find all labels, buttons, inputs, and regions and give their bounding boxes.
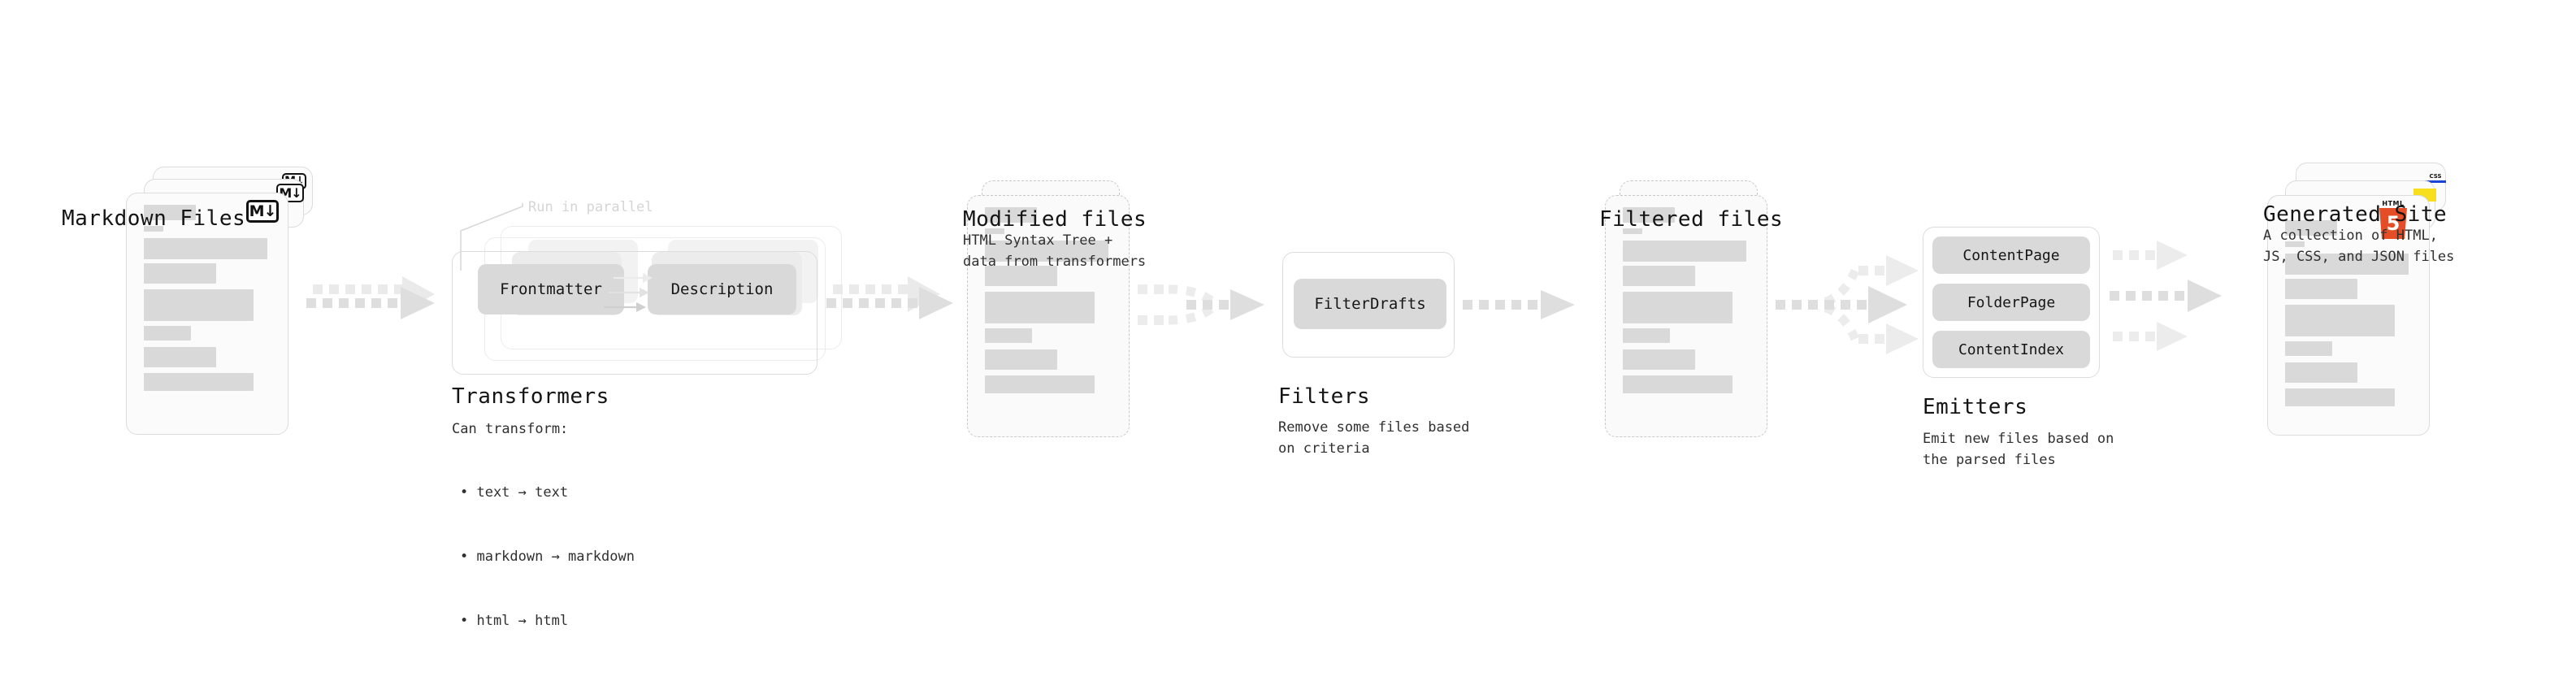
markdown-files-stack: M↓ M↓ M↓	[126, 167, 313, 435]
html5-icon: HTML	[2379, 201, 2407, 239]
doc-bar	[2285, 254, 2409, 275]
transformer-inner-arrows	[604, 273, 653, 312]
doc-bar	[2285, 362, 2357, 383]
modified-files-subtitle: HTML Syntax Tree + data from transformer…	[963, 232, 1147, 271]
transformers-annotation-leader	[460, 203, 523, 271]
doc-bar	[2285, 279, 2357, 299]
doc-bar	[1623, 292, 1733, 323]
doc-bar	[1623, 266, 1695, 286]
arrow-transformers-to-modified	[826, 276, 953, 319]
doc-bar	[144, 289, 254, 321]
arrow-emitters-to-site	[2110, 241, 2222, 351]
doc-bar	[985, 207, 1037, 223]
doc-bar	[144, 263, 216, 284]
emitters-subtitle: Emit new files based on the parsed files	[1923, 431, 2114, 469]
stage-title-filtered-files: Filtered files	[1599, 207, 1784, 232]
doc-bar	[1623, 328, 1670, 343]
filter-chip-filterdrafts[interactable]: FilterDrafts	[1294, 279, 1446, 329]
doc-bar	[144, 205, 196, 220]
doc-bar	[144, 373, 254, 391]
css-badge-underline	[2425, 180, 2446, 183]
doc-bar	[1623, 207, 1675, 223]
doc-bar	[1623, 375, 1733, 393]
filtered-doc-front	[1605, 195, 1767, 437]
doc-bar	[2285, 305, 2395, 336]
doc-bar	[985, 292, 1095, 323]
stage-title-filters: Filters	[1278, 384, 1371, 409]
doc-bar	[144, 226, 163, 232]
transformers-subtitle-head: Can transform:	[452, 421, 569, 437]
doc-bar	[985, 228, 1004, 234]
arrow-modified-to-filters	[1138, 284, 1264, 325]
html5-icon-shield	[2379, 208, 2407, 239]
doc-bar	[985, 328, 1032, 343]
markdown-badge-front: M↓	[246, 200, 279, 223]
emitter-chip-contentpage[interactable]: ContentPage	[1932, 236, 2090, 274]
filters-subtitle: Remove some files based on criteria	[1278, 419, 1470, 458]
arrow-markdown-to-transformers	[306, 276, 435, 319]
doc-bar	[144, 347, 216, 367]
transformer-group-front	[452, 251, 817, 375]
generated-site-subtitle: A collection of HTML, JS, CSS, and JSON …	[2263, 228, 2455, 266]
doc-bar	[1623, 349, 1695, 370]
doc-bar	[985, 349, 1057, 370]
filtered-files-stack	[1605, 180, 1792, 440]
stage-title-generated-site: Generated Site	[2263, 202, 2448, 227]
doc-bar	[2285, 241, 2305, 247]
emitter-chip-folderpage[interactable]: FolderPage	[1932, 284, 2090, 321]
transformers-bullets: • text → text • markdown → markdown • ht…	[460, 439, 635, 674]
css-badge: CSS	[2425, 174, 2446, 183]
stage-title-emitters: Emitters	[1923, 395, 2028, 419]
doc-bar	[144, 238, 267, 259]
doc-bar	[2285, 220, 2337, 236]
css-badge-label: CSS	[2429, 173, 2442, 180]
arrow-filters-to-filtered	[1463, 290, 1575, 319]
doc-bar	[985, 241, 1108, 262]
transformer-bullet: • text → text	[460, 484, 569, 501]
transformers-annotation: Run in parallel	[528, 199, 653, 215]
emitter-chip-contentindex[interactable]: ContentIndex	[1932, 331, 2090, 368]
transformer-chip-description[interactable]: Description	[648, 264, 796, 314]
generated-site-stack: CSS HTML	[2267, 163, 2462, 439]
doc-bar	[2285, 341, 2332, 356]
html5-icon-word: HTML	[2382, 200, 2405, 207]
doc-bar	[985, 375, 1095, 393]
transformer-chip-frontmatter[interactable]: Frontmatter	[478, 264, 624, 314]
doc-bar	[144, 326, 191, 340]
stage-title-modified-files: Modified files	[963, 207, 1147, 232]
transformer-bullet: • markdown → markdown	[460, 548, 635, 565]
doc-bar	[985, 266, 1057, 286]
markdown-doc-front	[126, 193, 288, 435]
stage-title-markdown-files: Markdown Files	[62, 206, 246, 231]
stage-title-transformers: Transformers	[452, 384, 609, 409]
arrow-filtered-to-emitters	[1776, 255, 1919, 354]
doc-bar	[2285, 388, 2395, 406]
transformer-bullet: • html → html	[460, 612, 569, 629]
modified-files-stack	[967, 180, 1154, 440]
doc-bar	[1623, 228, 1642, 234]
modified-doc-front	[967, 195, 1130, 437]
doc-bar	[1623, 241, 1746, 262]
